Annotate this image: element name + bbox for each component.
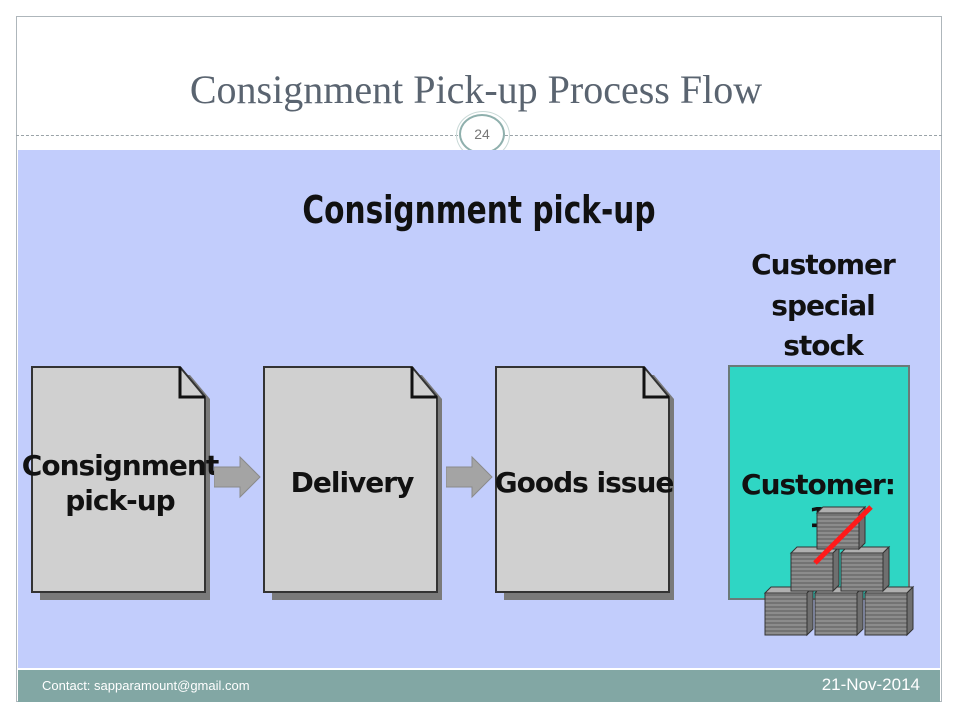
- process-step-document: Consignment pick-up: [21, 365, 219, 600]
- stock-pallets-icon: [763, 505, 915, 637]
- diagram-heading: Consignment pick-up: [302, 188, 656, 232]
- strike-line: [813, 505, 873, 565]
- slide-title: Consignment Pick-up Process Flow: [189, 67, 763, 112]
- pallet: [815, 505, 867, 551]
- pallet: [863, 585, 915, 637]
- process-step-label: Consignment pick-up: [21, 448, 219, 517]
- contact-text: Contact: sapparamount@gmail.com: [42, 678, 250, 693]
- slide-number: 24: [456, 111, 510, 159]
- slide-date: 21-Nov-2014: [821, 675, 920, 694]
- process-step-label: Goods issue: [494, 466, 675, 499]
- process-step-document: Delivery: [262, 365, 442, 600]
- process-step-label: Delivery: [290, 466, 415, 499]
- right-arrow-icon: [446, 455, 493, 499]
- diagram-panel: Consignment pick-up Consignment pick-up …: [18, 150, 940, 668]
- pallet: [789, 545, 841, 593]
- document-icon: [263, 366, 442, 600]
- pallet: [839, 545, 891, 593]
- pallet: [813, 585, 865, 637]
- document-icon: [495, 366, 674, 600]
- right-arrow-icon: [214, 455, 261, 499]
- customer-special-stock-title: Customer special stock: [751, 248, 896, 363]
- slide-footer: Contact: sapparamount@gmail.com 21-Nov-2…: [18, 670, 940, 702]
- process-step-document: Goods issue: [494, 365, 674, 600]
- document-icon: [31, 366, 210, 600]
- pallet: [763, 585, 815, 637]
